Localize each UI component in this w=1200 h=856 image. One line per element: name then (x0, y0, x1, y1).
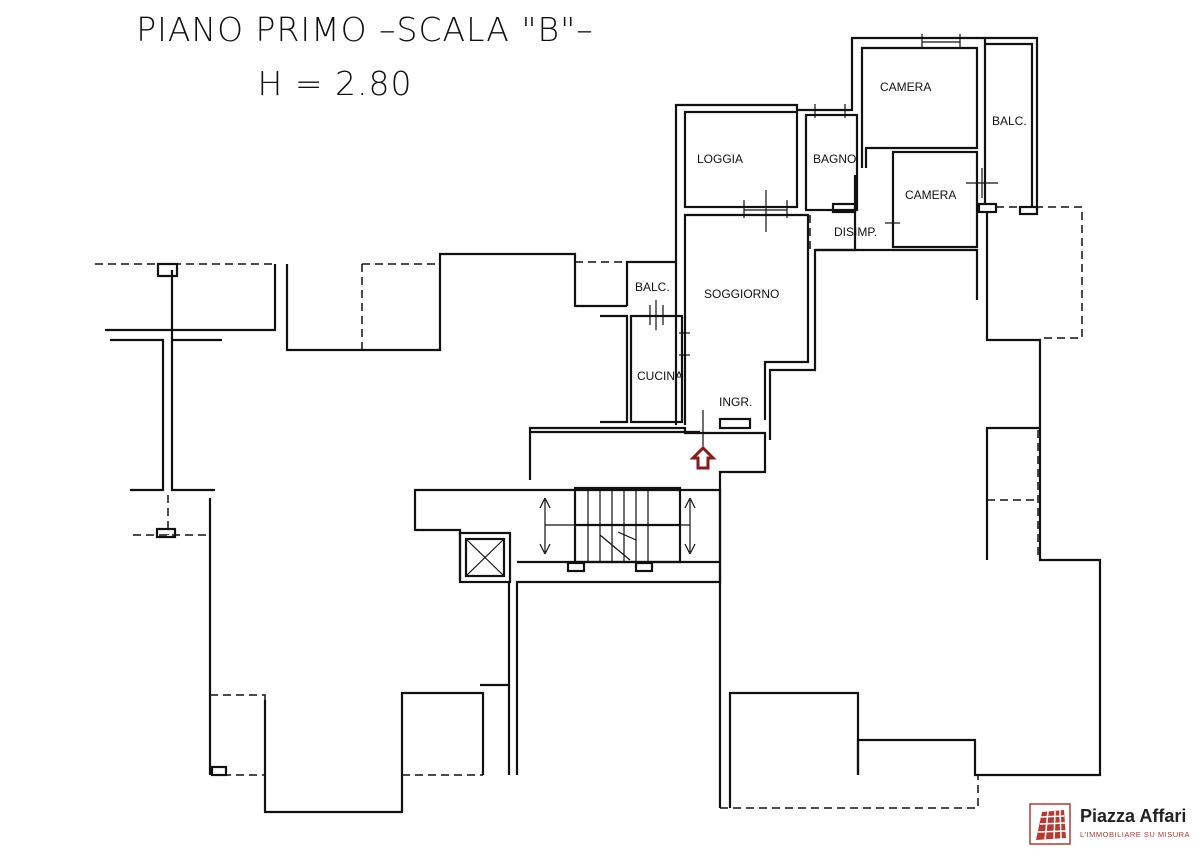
up-arrow-icon (689, 445, 717, 470)
room-label-soggiorno: SOGGIORNO (704, 287, 779, 301)
room-label-balc-small: BALC. (635, 280, 670, 294)
building-outline (95, 206, 1102, 814)
logo-tagline: L'IMMOBILIARE SU MISURA (1080, 830, 1191, 839)
room-label-cucina: CUCINA (637, 369, 683, 383)
room-label-camera-1: CAMERA (880, 80, 931, 94)
staircase (539, 486, 696, 564)
room-label-balc-right: BALC. (992, 114, 1027, 128)
logo-name: Piazza Affari (1080, 806, 1187, 826)
brand-logo: Piazza Affari L'IMMOBILIARE SU MISURA (1028, 802, 1200, 848)
ceiling-height: H = 2.80 (257, 64, 413, 103)
room-label-ingr: INGR. (719, 395, 752, 409)
room-label-bagno: BAGNO (813, 152, 856, 166)
room-label-disimp: DISIMP. (834, 225, 877, 239)
room-label-loggia: LOGGIA (697, 152, 743, 166)
plan-title: PIANO PRIMO –SCALA "B"– (136, 10, 594, 49)
window-marks (649, 34, 998, 446)
apartment-walls (600, 36, 1039, 440)
room-label-camera-2: CAMERA (905, 188, 956, 202)
building-logo-icon (1029, 803, 1071, 845)
